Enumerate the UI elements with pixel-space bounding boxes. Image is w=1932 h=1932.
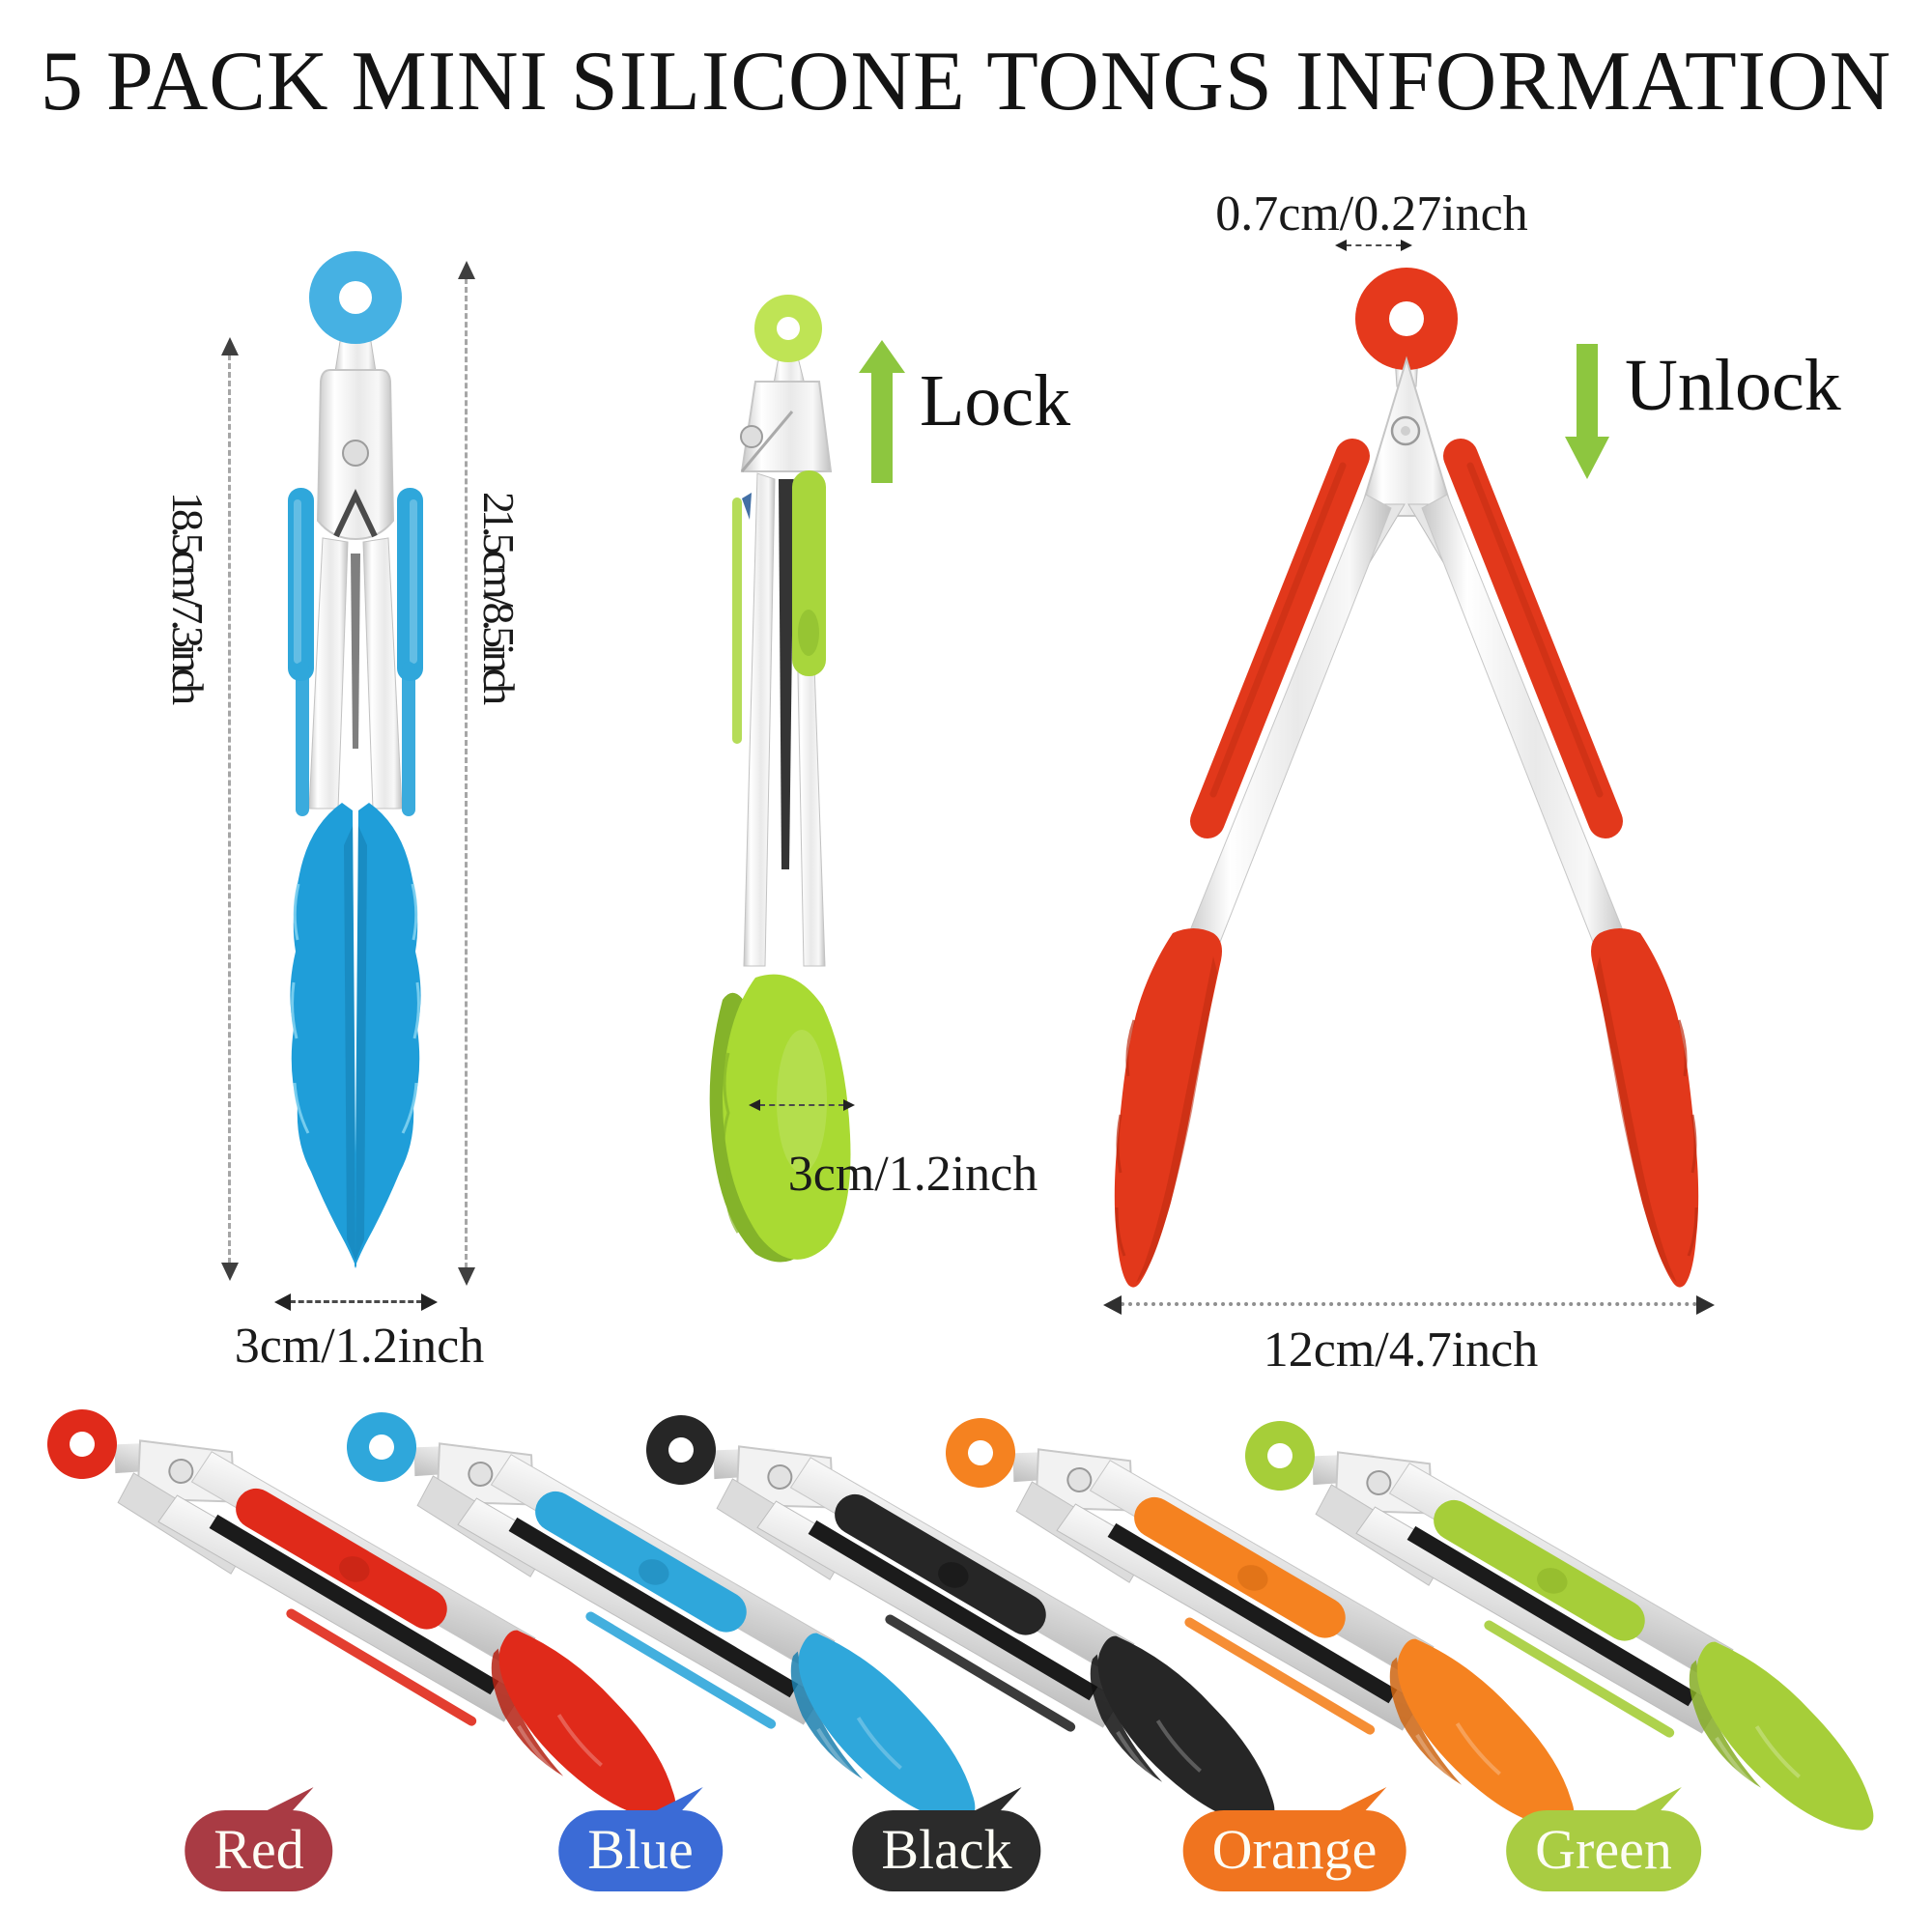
color-label-blue: Blue bbox=[558, 1787, 723, 1891]
dimension-line-height-left bbox=[221, 337, 239, 1281]
lock-arrow-icon bbox=[859, 340, 905, 483]
tong-orange bbox=[946, 1418, 1575, 1828]
dimension-label-tip-width: 3cm/1.2inch bbox=[234, 1319, 485, 1374]
dimension-label-height-left: 18.5cm/7.3inch bbox=[163, 491, 213, 701]
dimension-line-open-width bbox=[1103, 1295, 1715, 1315]
color-label-orange: Orange bbox=[1182, 1787, 1406, 1891]
dimension-label-open-width: 12cm/4.7inch bbox=[1263, 1322, 1539, 1378]
red-tong-illustration bbox=[1114, 268, 1699, 1288]
color-label-text: Green bbox=[1535, 1818, 1672, 1881]
tong-blue bbox=[347, 1412, 976, 1822]
dimension-label-ring-width: 0.7cm/0.27inch bbox=[1215, 186, 1528, 242]
dimension-line-green-tip bbox=[749, 1099, 855, 1111]
unlock-arrow-icon bbox=[1565, 344, 1609, 479]
dimension-label-green-tip: 3cm/1.2inch bbox=[787, 1147, 1038, 1202]
dimension-line-ring-width bbox=[1335, 240, 1412, 251]
tong-green bbox=[1245, 1421, 1874, 1831]
dimension-label-height-right: 21.5cm/8.5inch bbox=[474, 491, 524, 701]
color-label-text: Red bbox=[213, 1818, 304, 1881]
green-tong-illustration bbox=[709, 295, 851, 1263]
color-label-green: Green bbox=[1506, 1787, 1701, 1891]
tong-red bbox=[47, 1409, 676, 1819]
page-title: 5 PACK MINI SILICONE TONGS INFORMATION bbox=[40, 35, 1892, 128]
dimension-line-height-right bbox=[458, 261, 475, 1286]
color-label-black: Black bbox=[852, 1787, 1041, 1891]
dimension-line-tip-width bbox=[274, 1293, 438, 1311]
tong-black bbox=[646, 1415, 1275, 1825]
color-label-text: Orange bbox=[1211, 1818, 1378, 1881]
lock-label: Lock bbox=[920, 360, 1071, 441]
unlock-label: Unlock bbox=[1625, 345, 1841, 426]
blue-tong-illustration bbox=[288, 251, 423, 1268]
color-label-text: Blue bbox=[587, 1818, 694, 1881]
color-label-red: Red bbox=[185, 1787, 333, 1891]
color-label-text: Black bbox=[881, 1818, 1012, 1881]
